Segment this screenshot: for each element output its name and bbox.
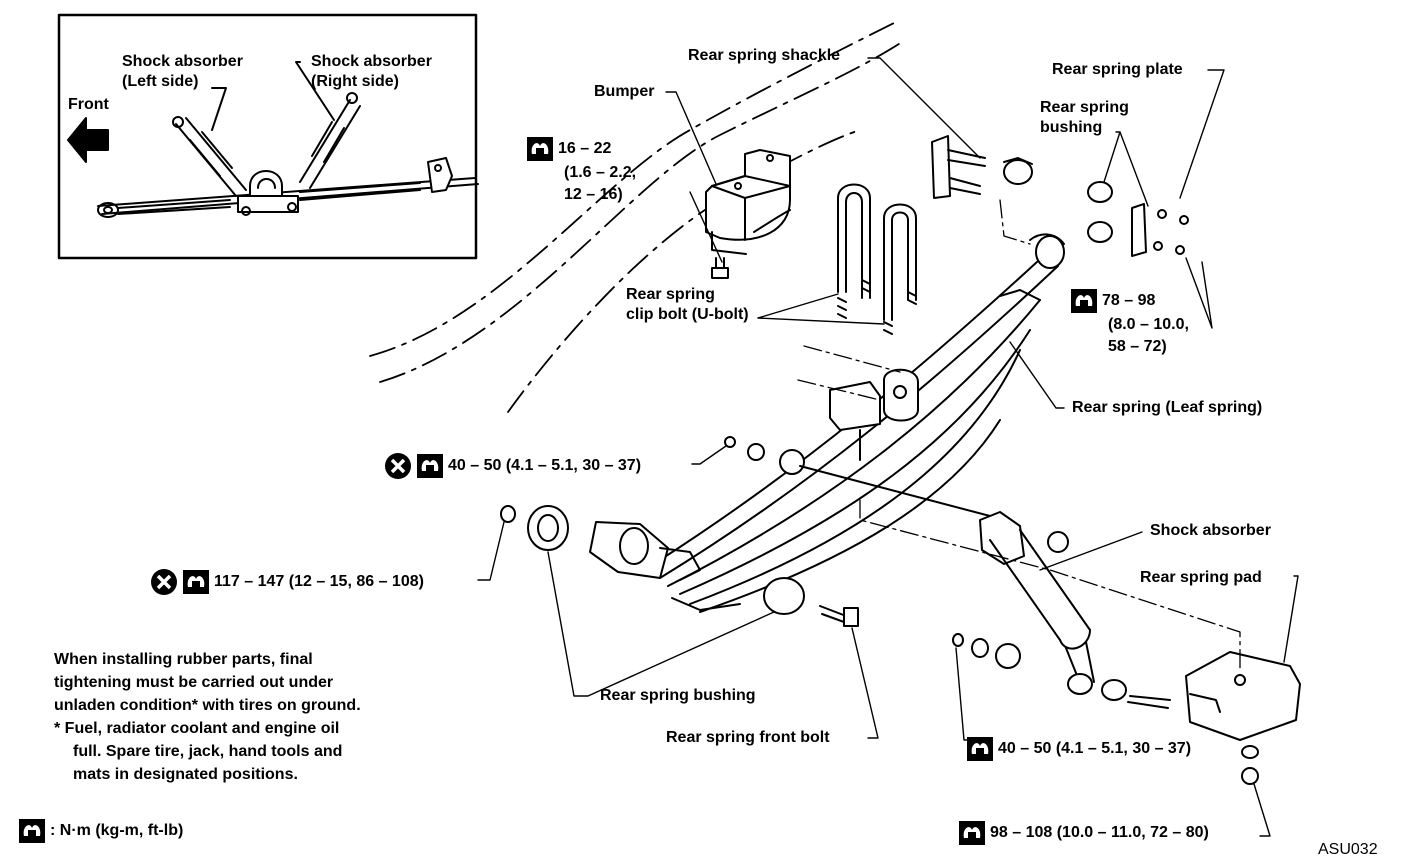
- torque-pad-nut-value: 98 – 108 (10.0 – 11.0, 72 – 80): [990, 824, 1209, 842]
- wrench-torque-icon: [1071, 289, 1097, 313]
- torque-legend: : N·m (kg-m, ft-lb): [18, 818, 183, 844]
- torque-shock-upper: 40 – 50 (4.1 – 5.1, 30 – 37): [384, 452, 641, 480]
- body-outline: [369, 19, 906, 413]
- torque-front-bolt-value: 117 – 147 (12 – 15, 86 – 108): [214, 573, 424, 591]
- inset-suspension-drawing: [97, 61, 479, 218]
- replace-x-icon: [151, 569, 177, 595]
- wrench-torque-icon: [19, 819, 45, 843]
- shock-left-label-line1: Shock absorber: [122, 53, 243, 70]
- wrench-torque-icon: [959, 821, 985, 845]
- torque-shock-lower-value: 40 – 50 (4.1 – 5.1, 30 – 37): [998, 740, 1192, 758]
- wrench-torque-icon: [183, 570, 209, 594]
- note-line3: unladen condition* with tires on ground.: [54, 697, 361, 714]
- rear-spring-bushing-top-line1: Rear spring: [1040, 99, 1129, 116]
- torque-plate-line3: 58 – 72): [1108, 338, 1167, 355]
- front-label: Front: [68, 96, 109, 113]
- torque-front-bolt: 117 – 147 (12 – 15, 86 – 108): [150, 568, 424, 596]
- replace-x-icon: [385, 453, 411, 479]
- shackle-drawing: [931, 135, 1189, 257]
- shock-absorber-label: Shock absorber: [1150, 522, 1271, 539]
- inset-frame: [57, 13, 478, 260]
- torque-legend-text: : N·m (kg-m, ft-lb): [50, 822, 184, 840]
- wrench-torque-icon: [527, 137, 553, 161]
- u-bolt-drawing: [837, 183, 917, 335]
- note-line5: full. Spare tire, jack, hand tools and: [73, 743, 343, 760]
- wrench-torque-icon: [417, 454, 443, 478]
- figure-code: ASU032: [1318, 841, 1378, 858]
- clip-bolt-line2: clip bolt (U-bolt): [626, 306, 749, 323]
- shock-left-label: Shock absorber (Left side): [122, 52, 243, 92]
- rear-spring-shackle-label: Rear spring shackle: [688, 47, 841, 64]
- wrench-torque-icon: [967, 737, 993, 761]
- torque-shock-lower: 40 – 50 (4.1 – 5.1, 30 – 37): [966, 736, 1191, 762]
- note-line4: * Fuel, radiator coolant and engine oil: [54, 720, 340, 737]
- torque-plate-line2: (8.0 – 10.0,: [1108, 316, 1189, 333]
- bumper-drawing: [705, 149, 791, 279]
- rear-spring-bushing-top-line2: bushing: [1040, 119, 1103, 136]
- leaf-spring-label: Rear spring (Leaf spring): [1072, 399, 1263, 416]
- shock-right-label: Shock absorber (Right side): [311, 52, 432, 92]
- shock-right-label-line2: (Right side): [311, 73, 399, 90]
- torque-bumper-line2: (1.6 – 2.2,: [564, 164, 637, 181]
- clip-bolt-label: Rear spring clip bolt (U-bolt): [626, 285, 749, 325]
- torque-bumper-line3: 12 – 16): [564, 186, 623, 203]
- note-line6: mats in designated positions.: [73, 766, 298, 783]
- centerlines: [797, 199, 1241, 673]
- spring-pad-drawing: [1185, 651, 1301, 785]
- note-line2: tightening must be carried out under: [54, 674, 334, 691]
- rear-spring-bushing-label: Rear spring bushing: [600, 687, 756, 704]
- note-line1: When installing rubber parts, final: [54, 651, 313, 668]
- rear-spring-bushing-top-label: Rear spring bushing: [1040, 98, 1129, 138]
- front-bushing-drawing: [500, 505, 859, 627]
- torque-plate-line1: 78 – 98: [1102, 292, 1156, 310]
- shock-absorber-drawing: [724, 436, 1171, 709]
- clip-bolt-line1: Rear spring: [626, 286, 715, 303]
- torque-plate: 78 – 98 (8.0 – 10.0, 58 – 72): [1070, 288, 1189, 358]
- torque-pad-nut: 98 – 108 (10.0 – 11.0, 72 – 80): [958, 820, 1209, 846]
- front-arrow-icon: [67, 117, 109, 163]
- rear-spring-plate-label: Rear spring plate: [1052, 61, 1183, 78]
- leader-lines: [477, 57, 1299, 837]
- install-note: When installing rubber parts, final tigh…: [54, 648, 361, 786]
- torque-bumper-line1: 16 – 22: [558, 140, 612, 158]
- spring-seat-drawing: [829, 368, 919, 461]
- bumper-label: Bumper: [594, 83, 655, 100]
- shock-right-label-line1: Shock absorber: [311, 53, 432, 70]
- torque-shock-upper-value: 40 – 50 (4.1 – 5.1, 30 – 37): [448, 457, 642, 475]
- shock-left-label-line2: (Left side): [122, 73, 199, 90]
- torque-bumper: 16 – 22 (1.6 – 2.2, 12 – 16): [526, 136, 636, 206]
- rear-spring-front-bolt-label: Rear spring front bolt: [666, 729, 830, 746]
- rear-spring-pad-label: Rear spring pad: [1140, 569, 1262, 586]
